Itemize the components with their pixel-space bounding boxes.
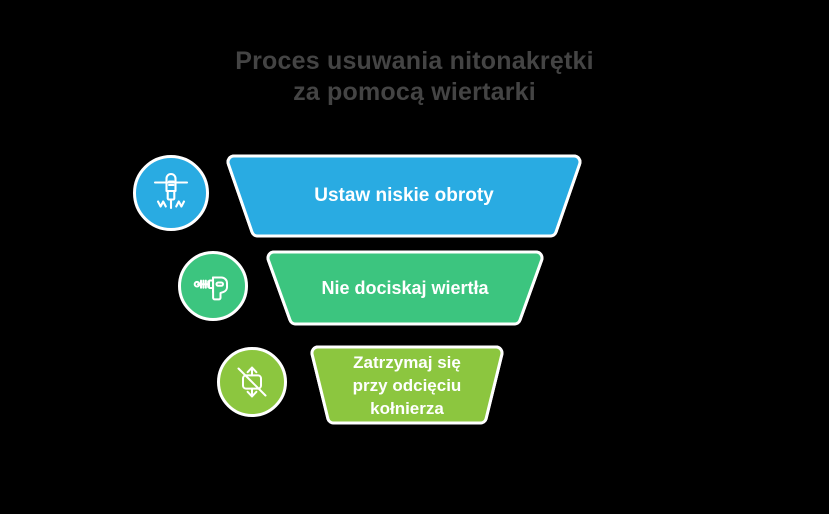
funnel-step-2-icon-badge — [178, 251, 248, 321]
page-title-line-1: Proces usuwania nitonakrętki — [235, 47, 594, 75]
funnel-step-1-shape — [226, 154, 582, 238]
funnel-step-3-label-line-1: Zatrzymaj się — [353, 352, 461, 372]
no-vertical-pressure-icon — [230, 360, 274, 404]
page-title: Proces usuwania nitonakrętki za pomocą w… — [0, 46, 829, 108]
power-drill-icon — [191, 264, 235, 308]
funnel-step-1-banner[interactable]: Ustaw niskie obroty — [224, 152, 584, 240]
funnel-step-3-shape — [310, 345, 504, 425]
funnel-step-3-icon-badge — [217, 347, 287, 417]
funnel-step-3-label-line-3: kołnierza — [370, 398, 444, 418]
funnel-step-1-icon-badge — [133, 155, 209, 231]
funnel-step-2-label: Nie dociskaj wiertła — [321, 278, 489, 298]
funnel-step-3-label: Zatrzymaj się przy odcięciu kołnierza — [308, 351, 506, 420]
funnel-step-3-banner[interactable]: Zatrzymaj się przy odcięciu kołnierza — [308, 343, 506, 427]
funnel-step-2-shape — [266, 250, 544, 326]
funnel-step-2-banner[interactable]: Nie dociskaj wiertła — [264, 248, 546, 328]
funnel-step-3-label-line-2: przy odcięciu — [352, 375, 462, 395]
jackhammer-icon — [148, 170, 194, 216]
funnel-step-1-label: Ustaw niskie obroty — [314, 185, 494, 206]
page-title-line-2: za pomocą wiertarki — [293, 78, 536, 106]
